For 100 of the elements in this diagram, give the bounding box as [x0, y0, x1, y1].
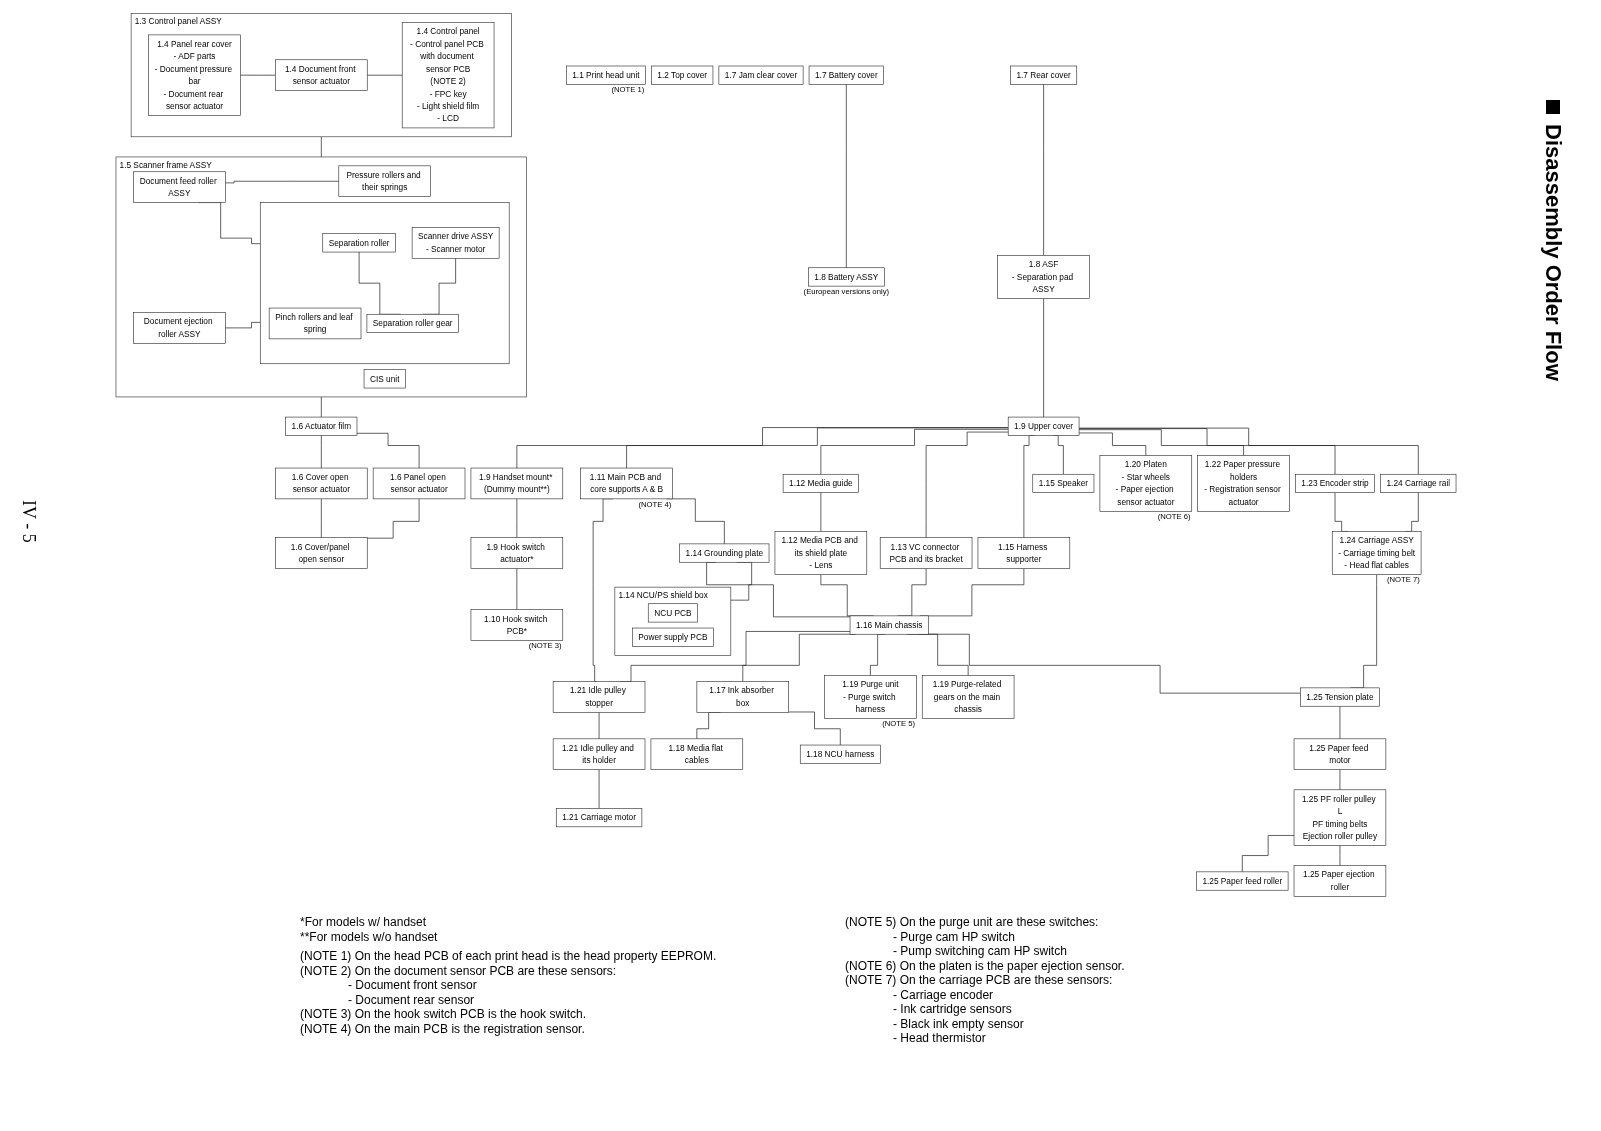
node-box: 1.9 Handset mount* (Dummy mount**): [470, 467, 564, 500]
connector: [1043, 298, 1044, 418]
node-box: CIS unit: [363, 369, 406, 389]
title: Disassembly Order Flow: [1540, 124, 1566, 381]
note-text: (NOTE 3) On the hook switch PCB is the hook switch.: [300, 1007, 588, 1022]
note-text: (NOTE 1) On the head PCB of each print head is the head property EEPROM.: [300, 949, 718, 964]
node-box: 1.19 Purge unit - Purge switch harness: [824, 675, 917, 719]
node-box: 1.18 Media flat cables: [650, 738, 744, 770]
note-text: *For models w/ handset: [300, 915, 428, 930]
connector: [366, 498, 420, 539]
note-list-item: - Ink cartridge sensors: [892, 1002, 1013, 1017]
connector: [598, 712, 600, 740]
connector: [516, 498, 518, 538]
note-list-item: - Pump switching cam HP switch: [892, 944, 1068, 959]
note-text: (NOTE 7) On the carriage PCB are these sensors:: [845, 973, 1114, 988]
connector: [516, 427, 1009, 469]
connector: [1339, 845, 1341, 866]
connector: [1043, 84, 1044, 256]
cluster: [259, 202, 510, 365]
connector: [1339, 705, 1341, 740]
connector: [224, 322, 261, 329]
node-box: Separation roller gear: [366, 313, 459, 333]
node-box: 1.4 Control panel - Control panel PCB with document sensor PCB (NOTE 2) - FPC key - Light shield film - LCD: [401, 22, 495, 129]
note-text: (NOTE 5) On the purge unit are these switches:: [845, 915, 1100, 930]
connector: [366, 74, 403, 76]
node-box: 1.7 Rear cover: [1010, 65, 1078, 85]
node-box: 1.25 Paper ejection roller: [1293, 865, 1387, 897]
node-box: 1.4 Panel rear cover - ADF parts - Document pressure bar - Document rear sensor actuator: [148, 34, 241, 116]
node-box: 1.20 Platen - Star wheels - Paper ejection sensor actuator: [1099, 455, 1193, 512]
connector: [356, 432, 420, 469]
node-box: 1.24 Carriage rail: [1380, 473, 1457, 493]
connector: [320, 435, 322, 469]
node-box: 1.22 Paper pressure holders - Registration sensor actuator: [1197, 455, 1290, 512]
connector: [1339, 769, 1341, 791]
connector: [1078, 432, 1147, 456]
connector: [820, 492, 822, 532]
note-text: (NOTE 2) On the document sensor PCB are these sensors:: [300, 963, 618, 978]
node-box: Pinch rollers and leaf spring: [268, 307, 362, 340]
node-box: 1.2 Top cover: [651, 65, 714, 85]
note-list-item: - Head thermistor: [892, 1031, 987, 1046]
node-box: 1.15 Speaker: [1032, 473, 1095, 493]
note-list-item: - Carriage encoder: [892, 987, 995, 1002]
connector: [1241, 835, 1295, 873]
node-box: 1.25 Paper feed motor: [1293, 738, 1387, 770]
node-box: 1.6 Cover open sensor actuator: [275, 467, 368, 500]
connector: [925, 431, 1009, 538]
connector: [1078, 427, 1419, 475]
connector: [516, 568, 518, 610]
connector: [1078, 429, 1244, 456]
node-box: 1.1 Print head unit: [566, 65, 646, 85]
node-box: 1.19 Purge-related gears on the main chassis: [921, 675, 1015, 719]
node-box: 1.21 Idle pulley stopper: [552, 681, 646, 713]
connector: [320, 136, 322, 158]
node-box: Document feed roller ASSY: [133, 171, 226, 203]
node-box: 1.7 Battery cover: [808, 65, 884, 85]
note-text: (NOTE 6) On the platen is the paper ejection sensor.: [845, 958, 1126, 973]
node-box: 1.25 PF roller pulley L PF timing belts Ejection roller pulley: [1293, 789, 1387, 846]
connector: [1078, 428, 1336, 475]
connector: [626, 427, 1009, 469]
node-box: 1.15 Harness supporter: [977, 537, 1071, 569]
node-box: Scanner drive ASSY - Scanner motor: [411, 227, 500, 259]
node-box: NCU PCB: [647, 603, 698, 623]
note-list-item: - Document front sensor: [347, 978, 478, 993]
node-box: 1.18 NCU harness: [799, 744, 881, 764]
connector: [224, 180, 340, 184]
page-number: IV - 5: [18, 500, 39, 543]
node-box: 1.8 Battery ASSY: [808, 267, 885, 287]
node-box: 1.9 Hook switch actuator*: [470, 537, 564, 569]
connector: [320, 498, 322, 538]
node-box: 1.16 Main chassis: [849, 615, 929, 635]
note-list-item: - Black ink empty sensor: [892, 1016, 1025, 1031]
node-box: Pressure rollers and their springs: [338, 165, 431, 197]
note-text: **For models w/o handset: [300, 929, 439, 944]
node-box: 1.7 Jam clear cover: [718, 65, 804, 85]
connector: [598, 769, 600, 809]
node-box: Document ejection roller ASSY: [133, 312, 226, 344]
node-box: 1.25 Paper feed roller: [1196, 871, 1289, 891]
node-box: 1.11 Main PCB and core supports A & B: [580, 467, 673, 500]
node-box: 1.13 VC connector PCB and its bracket: [879, 537, 973, 569]
node-box: 1.24 Carriage ASSY - Carriage timing belt - Head flat cables: [1331, 531, 1422, 575]
node-box: 1.25 Tension plate: [1300, 687, 1380, 707]
note-list-item: - Document rear sensor: [347, 992, 476, 1007]
node-box: 1.12 Media PCB and its shield plate - Lens: [774, 531, 868, 575]
node-box: 1.14 Grounding plate: [679, 543, 770, 563]
connector: [820, 428, 1009, 475]
node-box: Power supply PCB: [632, 627, 714, 647]
node-box: 1.9 Upper cover: [1007, 416, 1080, 436]
node-box: 1.6 Actuator film: [285, 416, 358, 436]
node-box: 1.17 Ink absorber box: [696, 681, 789, 713]
connector: [320, 396, 322, 418]
connector: [788, 711, 841, 746]
connector: [240, 74, 276, 76]
note-text: (NOTE 4) On the main PCB is the registration sensor.: [300, 1021, 586, 1036]
node-box: 1.4 Document front sensor actuator: [275, 59, 368, 91]
node-box: 1.6 Panel open sensor actuator: [372, 467, 466, 500]
node-box: 1.23 Encoder strip: [1295, 473, 1375, 493]
node-box: 1.21 Idle pulley and its holder: [552, 738, 646, 770]
node-box: 1.10 Hook switch PCB*: [470, 609, 564, 641]
node-box: 1.12 Media guide: [782, 473, 859, 493]
connector: [845, 84, 847, 269]
